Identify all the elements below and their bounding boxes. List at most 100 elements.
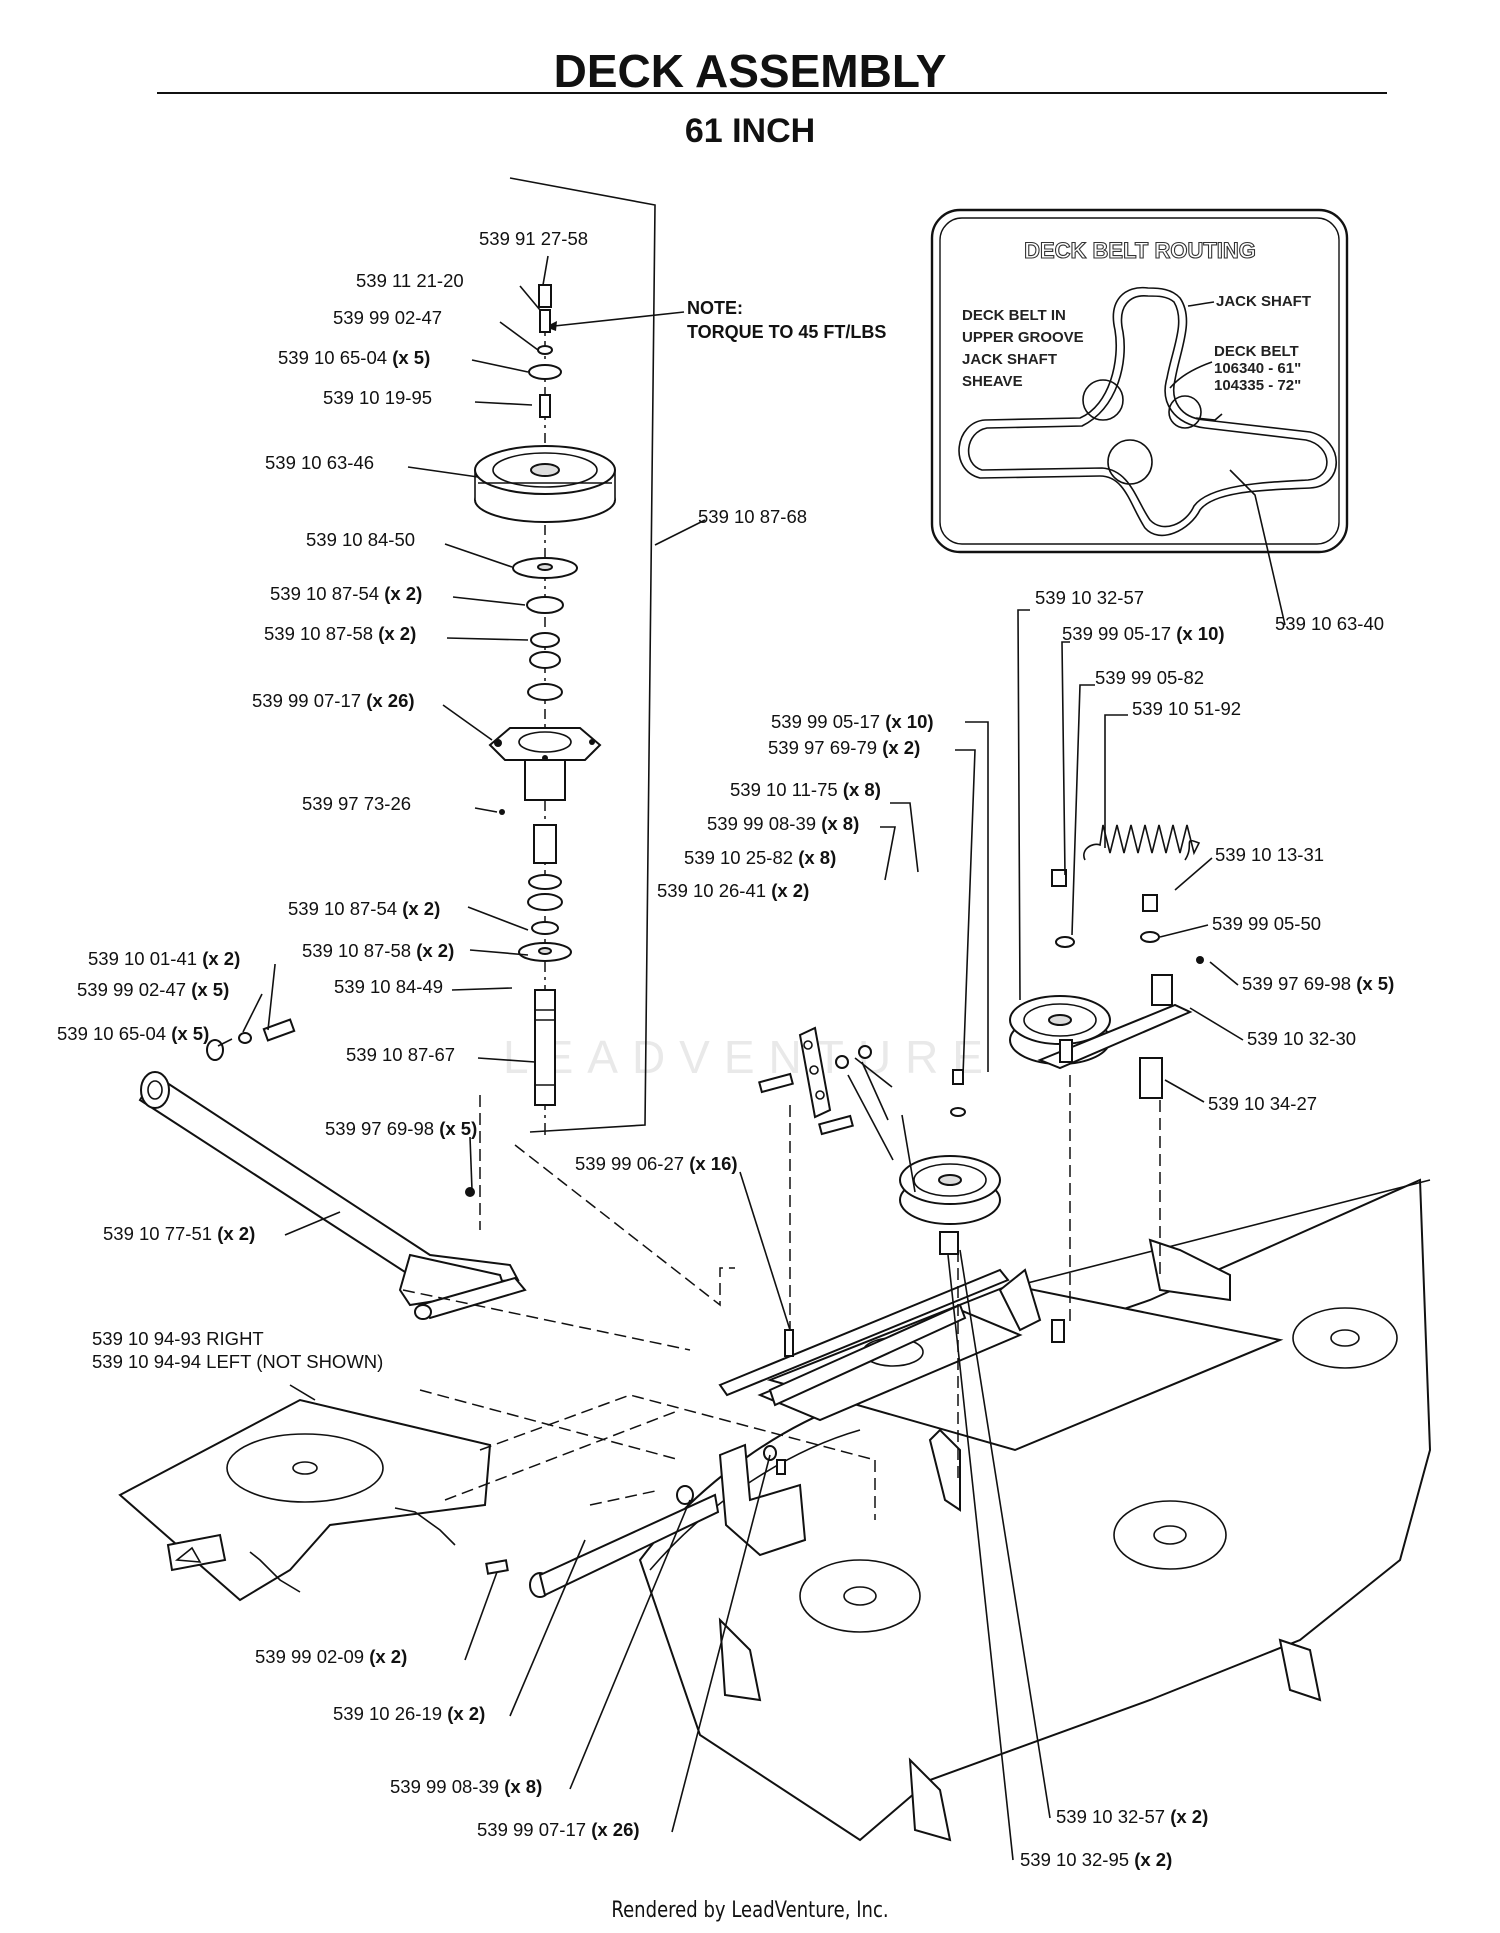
hanger-washer [676, 1485, 694, 1505]
belt-routing-note-line-1: DECK BELT IN [962, 307, 1066, 324]
callout-43: 539 99 07-17 (x 26) [477, 1819, 640, 1840]
callout-10: 539 99 07-17 (x 26) [252, 690, 415, 711]
callout-35: 539 10 13-31 [1215, 844, 1324, 865]
idler-nut-lower [952, 1069, 964, 1085]
callout-6: 539 10 87-68 [698, 506, 807, 527]
spindle-spacer-tube [533, 824, 557, 864]
spring-anchor-nut [1142, 894, 1158, 912]
callout-30: 539 10 32-57 [1035, 587, 1144, 608]
callout-25: 539 97 69-79 (x 2) [768, 737, 920, 758]
belt-routing-note-line-2: UPPER GROOVE [962, 329, 1084, 346]
idler-sheave-icon [1168, 395, 1202, 429]
callout-32: 539 99 05-82 [1095, 667, 1204, 688]
idler-pivot-spacer [1139, 1057, 1163, 1099]
callout-21: 539 99 06-27 (x 16) [575, 1153, 738, 1174]
tension-spring [1083, 824, 1201, 861]
belt-routing-note-line-3: JACK SHAFT [962, 351, 1057, 368]
callout-2: 539 99 02-47 [333, 307, 442, 328]
belt-routing-title: DECK BELT ROUTING [1024, 238, 1256, 263]
callout-3: 539 10 65-04 (x 5) [278, 347, 430, 368]
note-text: TORQUE TO 45 FT/LBS [687, 322, 886, 342]
spindle-key [539, 394, 551, 418]
callout-22: 539 10 94-93 RIGHT [92, 1328, 264, 1349]
flat-washer [528, 364, 562, 380]
callout-14: 539 10 84-49 [334, 976, 443, 997]
footer-credit: Rendered by LeadVenture, Inc. [611, 1898, 889, 1923]
hanger-link [798, 1026, 832, 1119]
belt-routing-deck-belt-72: 104335 - 72" [1214, 377, 1301, 394]
callout-24: 539 99 05-17 (x 10) [771, 711, 934, 732]
callout-33: 539 10 51-92 [1132, 698, 1241, 719]
lift-arm-nut [465, 1187, 475, 1197]
page-subtitle: 61 INCH [684, 112, 816, 150]
upper-bearing [526, 596, 564, 614]
idler-bolt-upper [1051, 869, 1067, 887]
hanger-pin-rod [538, 1493, 720, 1597]
jack-shaft-sheave-icon [1082, 379, 1124, 421]
lower-bearing [528, 874, 562, 890]
callout-7: 539 10 84-50 [306, 529, 415, 550]
spindle-nut [538, 284, 552, 308]
callout-27: 539 99 08-39 (x 8) [707, 813, 859, 834]
callout-18: 539 10 65-04 (x 5) [57, 1023, 209, 1044]
hanger-bolt [485, 1559, 509, 1575]
idler-washer-lower [950, 1107, 966, 1117]
callout-12: 539 10 87-54 (x 2) [288, 898, 440, 919]
callout-29: 539 10 26-41 (x 2) [657, 880, 809, 901]
spindle-pulley [474, 445, 616, 523]
belt-routing-jack-shaft-label: JACK SHAFT [1216, 293, 1311, 310]
callout-9: 539 10 87-58 (x 2) [264, 623, 416, 644]
idler-arm-pivot [1059, 1039, 1073, 1063]
note-heading: NOTE: [687, 298, 743, 318]
hanger-link-nut [835, 1055, 849, 1069]
carriage-bolt [784, 1329, 794, 1357]
upper-bearing-seal [530, 632, 560, 648]
callout-37: 539 97 69-98 (x 5) [1242, 973, 1394, 994]
callout-5: 539 10 63-46 [265, 452, 374, 473]
callout-labels: 539 91 27-58 539 11 21-20 539 99 02-47 5… [57, 228, 1394, 1870]
hanger-link-bolt-upper [758, 1072, 794, 1094]
center-spindle-sheave-icon [1107, 439, 1153, 485]
callout-20: 539 10 77-51 (x 2) [103, 1223, 255, 1244]
belt-routing-note-line-4: SHEAVE [962, 373, 1023, 390]
callout-38: 539 10 32-30 [1247, 1028, 1356, 1049]
callout-leaders [217, 255, 1286, 1861]
callout-19: 539 97 69-98 (x 5) [325, 1118, 477, 1139]
callout-4: 539 10 19-95 [323, 387, 432, 408]
deck-belt-routing-panel: DECK BELT ROUTING DECK BELT IN UPPER GRO… [930, 208, 1349, 554]
spindle-assembly [474, 177, 656, 1133]
housing-bolt [494, 739, 502, 747]
deflector-shield [118, 1398, 492, 1602]
pulley-pivot-bolt [1051, 1319, 1065, 1343]
belt-routing-deck-belt-61: 106340 - 61" [1214, 360, 1301, 377]
page-title: DECK ASSEMBLY [553, 45, 947, 97]
spindle-shaft [534, 989, 556, 1106]
callout-8: 539 10 87-54 (x 2) [270, 583, 422, 604]
callout-13: 539 10 87-58 (x 2) [302, 940, 454, 961]
idler-washer-upper [1055, 936, 1075, 948]
idler-pulley-lower [899, 1155, 1001, 1225]
callout-31: 539 99 05-17 (x 10) [1062, 623, 1225, 644]
watermark: LEADVENTURE [503, 1031, 997, 1083]
callout-23: 539 10 94-94 LEFT (NOT SHOWN) [92, 1351, 383, 1372]
callout-44: 539 10 32-57 (x 2) [1056, 1806, 1208, 1827]
belt-routing-deck-belt-label: DECK BELT [1214, 343, 1299, 360]
lift-arm [138, 1071, 527, 1320]
hanger-link-locknut [858, 1045, 872, 1059]
callout-45: 539 10 32-95 (x 2) [1020, 1849, 1172, 1870]
mower-deck [638, 1178, 1432, 1842]
callout-1: 539 11 21-20 [356, 270, 464, 291]
idler-arm-bushing [1151, 974, 1173, 1006]
deck-belt-path [958, 286, 1337, 537]
idler-spacer-lower [939, 1231, 959, 1255]
bearing-cup [527, 683, 563, 701]
callout-36: 539 99 05-50 [1212, 913, 1321, 934]
hanger-link-bolt-lower [818, 1114, 854, 1136]
callout-39: 539 10 34-27 [1208, 1093, 1317, 1114]
lift-arm-bolt [262, 1018, 296, 1042]
callout-0: 539 91 27-58 [479, 228, 588, 249]
callout-17: 539 99 02-47 (x 5) [77, 979, 229, 1000]
callout-15: 539 10 87-67 [346, 1044, 455, 1065]
grease-fitting-idler [1196, 956, 1204, 964]
callout-11: 539 97 73-26 [302, 793, 411, 814]
